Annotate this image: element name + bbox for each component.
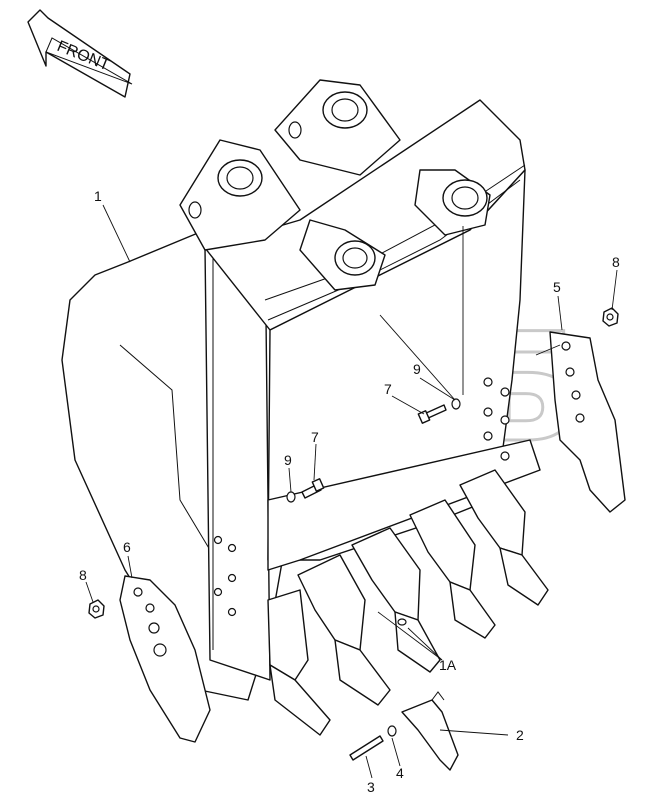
loose-tooth bbox=[401, 691, 459, 771]
callout-8-right: 8 bbox=[612, 254, 620, 270]
callout-5: 5 bbox=[553, 279, 561, 295]
tooth-1 bbox=[267, 589, 331, 736]
callout-9-right: 9 bbox=[413, 361, 421, 377]
callout-7-right: 7 bbox=[384, 381, 392, 397]
bolt-left bbox=[301, 478, 325, 499]
washer-right bbox=[451, 398, 461, 410]
front-arrow: FRONT bbox=[27, 9, 133, 98]
side-cutter-right bbox=[549, 331, 626, 513]
callout-8-left: 8 bbox=[79, 567, 87, 583]
side-cutter-left bbox=[119, 575, 211, 743]
callout-1a: 1A bbox=[439, 657, 457, 673]
callout-6: 6 bbox=[123, 539, 131, 555]
tooth-4 bbox=[409, 499, 496, 639]
nut-left bbox=[88, 599, 105, 619]
callout-4: 4 bbox=[396, 765, 404, 781]
nut-right bbox=[602, 307, 619, 327]
callout-1: 1 bbox=[94, 188, 102, 204]
callout-2: 2 bbox=[516, 727, 524, 743]
washer-left bbox=[286, 491, 296, 503]
pin-and-washer bbox=[349, 725, 397, 761]
callouts: 1 5 8 6 8 7 9 7 9 1A 2 3 4 bbox=[79, 188, 620, 795]
callout-9-left: 9 bbox=[284, 452, 292, 468]
leader-lines bbox=[85, 204, 618, 779]
bucket-teeth bbox=[267, 469, 549, 736]
tooth-5 bbox=[459, 469, 549, 606]
callout-7-left: 7 bbox=[311, 429, 319, 445]
callout-3: 3 bbox=[367, 779, 375, 795]
tooth-2 bbox=[297, 554, 391, 706]
